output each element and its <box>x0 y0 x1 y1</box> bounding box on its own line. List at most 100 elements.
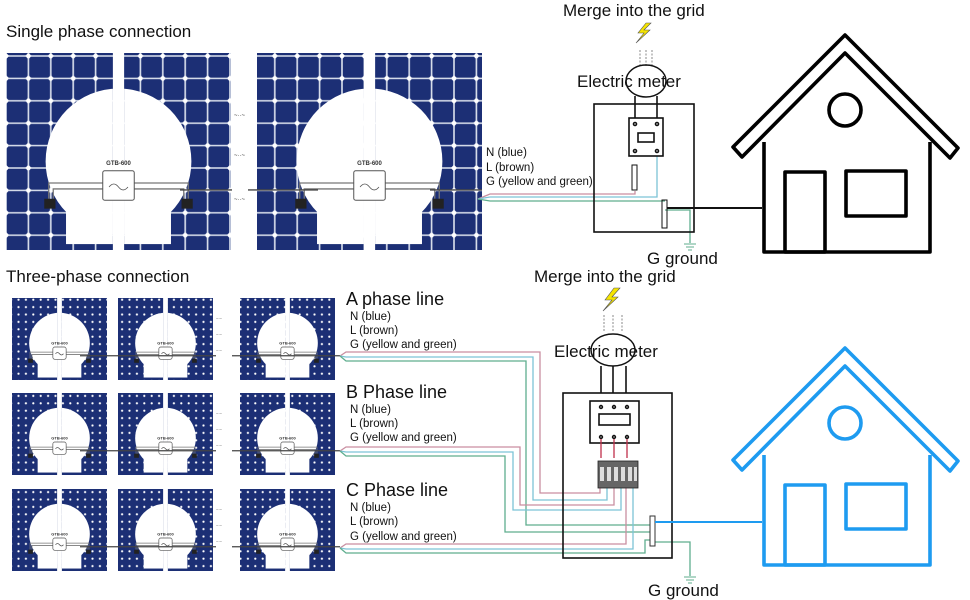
inverter-model-label: GTB-600 <box>157 532 174 537</box>
phase-a-wire-g: G (yellow and green) <box>350 339 457 351</box>
house-door <box>783 483 827 567</box>
grid-feed-lines <box>603 315 623 332</box>
inverter-model-label: GTB-600 <box>51 341 68 346</box>
lightning-bolt-icon <box>602 287 621 312</box>
solar-panel-icon <box>118 393 213 475</box>
inverter-model-label: GTB-600 <box>279 341 296 346</box>
house-round-window <box>827 405 863 441</box>
continuation-marker: ~·~ <box>216 443 223 448</box>
solar-panel-pair: GTB-600 <box>240 298 335 380</box>
solar-panel-pair: GTB-600 <box>240 393 335 475</box>
micro-inverter-icon: GTB-600 <box>279 436 296 455</box>
solar-panel-icon <box>12 393 107 475</box>
inverter-model-label: GTB-600 <box>279 436 296 441</box>
phase-b-wire-g: G (yellow and green) <box>350 432 457 444</box>
solar-panel-icon <box>118 489 213 571</box>
micro-inverter-icon: GTB-600 <box>157 436 174 455</box>
solar-panel-icon <box>6 53 231 250</box>
house-door <box>783 170 827 254</box>
inverter-model-label: GTB-600 <box>357 161 382 167</box>
lightning-bolt-icon <box>635 22 652 44</box>
three-meter-label: Electric meter <box>554 342 658 361</box>
single-meter-box <box>593 96 695 233</box>
three-grid-label: Merge into the grid <box>534 267 676 286</box>
solar-panel-icon <box>240 489 335 571</box>
three-phase-title: Three-phase connection <box>6 267 189 286</box>
house-roof <box>731 33 960 160</box>
house-window <box>844 169 908 218</box>
micro-inverter-icon: GTB-600 <box>353 161 386 201</box>
grid-feed-lines <box>639 50 653 66</box>
solar-panel-pair: GTB-600 <box>12 489 107 571</box>
inverter-model-label: GTB-600 <box>157 341 174 346</box>
house-walls <box>762 455 932 567</box>
micro-inverter-icon: GTB-600 <box>157 341 174 360</box>
inverter-model-label: GTB-600 <box>51 532 68 537</box>
house-round-window <box>827 92 863 128</box>
single-meter-label: Electric meter <box>577 72 681 91</box>
house-window <box>844 482 908 531</box>
phase-c-wire-l: L (brown) <box>350 516 398 528</box>
continuation-marker: ~·~ <box>216 427 223 432</box>
phase-c-title: C Phase line <box>346 480 448 500</box>
solar-panel-pair: GTB-600 <box>118 298 213 380</box>
wire-label-n: N (blue) <box>486 147 527 159</box>
continuation-marker: ~·~ <box>216 348 223 353</box>
wire-label-l: L (brown) <box>486 162 534 174</box>
phase-b-legend: B Phase line N (blue) L (brown) G (yello… <box>346 382 457 444</box>
ground-busbar <box>649 515 656 547</box>
circuit-breakers <box>597 439 639 489</box>
continuation-marker: ~·~ <box>216 316 223 321</box>
three-phase-wiring <box>339 351 691 576</box>
inverter-model-label: GTB-600 <box>157 436 174 441</box>
solar-panel-pair: GTB-600 <box>118 393 213 475</box>
house-roof <box>731 346 960 473</box>
three-ground-label: G ground <box>648 581 719 600</box>
phase-b-wire-l: L (brown) <box>350 418 398 430</box>
solar-panel-icon <box>240 393 335 475</box>
phase-c-legend: C Phase line N (blue) L (brown) G (yello… <box>346 480 457 543</box>
svg-text:~··~: ~··~ <box>234 113 246 119</box>
solar-panel-icon <box>257 53 482 250</box>
solar-panel-pair: GTB-600 <box>240 489 335 571</box>
solar-panel-pair: GTB-600 <box>12 393 107 475</box>
house-icon <box>731 33 960 254</box>
continuation-marker: ~·~ <box>216 507 223 512</box>
continuation-marker: ~·~ <box>216 332 223 337</box>
house-walls <box>762 142 932 254</box>
svg-text:~··~: ~··~ <box>234 197 246 203</box>
phase-c-wire-n: N (blue) <box>350 502 391 514</box>
solar-panel-icon <box>12 489 107 571</box>
phase-b-title: B Phase line <box>346 382 447 402</box>
electric-meter-icon <box>625 64 667 98</box>
phase-c-wire-g: G (yellow and green) <box>350 531 457 543</box>
continuation-markers: ~··~ ~··~ ~··~ <box>234 113 246 203</box>
single-phase-title: Single phase connection <box>6 22 191 41</box>
solar-panel-icon <box>12 298 107 380</box>
inverter-model-label: GTB-600 <box>279 532 296 537</box>
continuation-marker: ~·~ <box>216 539 223 544</box>
micro-inverter-icon: GTB-600 <box>51 532 68 551</box>
ground-symbol-icon <box>684 243 696 251</box>
continuation-marker: ~·~ <box>216 411 223 416</box>
single-phase-panel-array: GTB-600 GTB-600 <box>6 53 482 250</box>
phase-a-wire-n: N (blue) <box>350 311 391 323</box>
phase-a-wire-l: L (brown) <box>350 325 398 337</box>
micro-inverter-icon: GTB-600 <box>279 341 296 360</box>
single-phase-wire-legend: N (blue) L (brown) G (yellow and green) <box>486 147 593 188</box>
phase-a-title: A phase line <box>346 289 444 309</box>
micro-inverter-icon: GTB-600 <box>51 341 68 360</box>
micro-inverter-icon: GTB-600 <box>102 161 135 201</box>
solar-panel-pair: GTB-600 <box>257 53 482 250</box>
house-icon <box>731 346 960 567</box>
continuation-marker: ~·~ <box>216 523 223 528</box>
ground-symbol-icon <box>684 576 696 584</box>
inverter-model-label: GTB-600 <box>51 436 68 441</box>
micro-inverter-icon: GTB-600 <box>157 532 174 551</box>
micro-inverter-icon: GTB-600 <box>51 436 68 455</box>
solar-panel-pair: GTB-600 <box>12 298 107 380</box>
svg-text:~··~: ~··~ <box>234 153 246 159</box>
solar-panel-pair: GTB-600 <box>6 53 231 250</box>
